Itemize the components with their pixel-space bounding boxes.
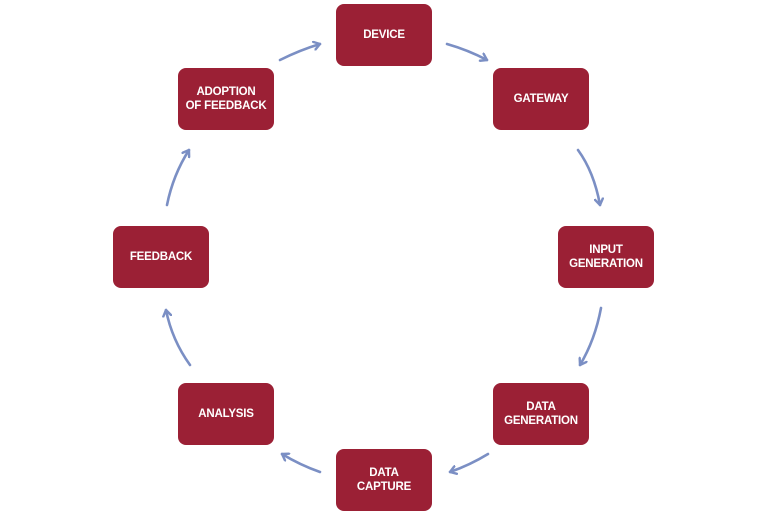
node-label: FEEDBACK xyxy=(130,250,192,264)
node-label: GATEWAY xyxy=(514,92,569,106)
node-label: DATA GENERATION xyxy=(504,400,578,428)
node-label-line: DATA xyxy=(526,401,556,413)
arrow-feedback-to-adoption xyxy=(165,148,189,207)
node-label-line: OF FEEDBACK xyxy=(185,100,267,112)
node-analysis: ANALYSIS xyxy=(178,383,274,445)
node-label: ANALYSIS xyxy=(198,407,254,421)
node-label: DEVICE xyxy=(363,28,405,42)
node-label-line: ANALYSIS xyxy=(198,408,254,420)
arrow-data-capture-to-analysis xyxy=(280,454,322,474)
node-label: ADOPTION OF FEEDBACK xyxy=(186,85,267,113)
node-label: INPUT GENERATION xyxy=(569,243,643,271)
node-label-line: DATA xyxy=(369,467,399,479)
node-adoption-of-feedback: ADOPTION OF FEEDBACK xyxy=(178,68,274,130)
arrow-device-to-gateway xyxy=(445,42,489,60)
node-data-capture: DATA CAPTURE xyxy=(336,449,432,511)
node-label-line: GENERATION xyxy=(504,415,578,427)
arrow-data-generation-to-data-capture xyxy=(448,452,490,472)
arrow-input-generation-to-data-generation xyxy=(580,306,603,367)
node-label-line: DEVICE xyxy=(363,29,405,41)
node-label-line: CAPTURE xyxy=(356,481,412,493)
node-feedback: FEEDBACK xyxy=(113,226,209,288)
node-label-line: FEEDBACK xyxy=(129,251,193,263)
node-device: DEVICE xyxy=(336,4,432,66)
node-label-line: INPUT xyxy=(589,244,623,256)
node-label-line: ADOPTION xyxy=(196,86,256,98)
arrow-adoption-to-device xyxy=(278,44,322,62)
arrow-gateway-to-input-generation xyxy=(576,148,600,207)
node-input-generation: INPUT GENERATION xyxy=(558,226,654,288)
node-label: DATA CAPTURE xyxy=(357,466,411,494)
node-label-line: GENERATION xyxy=(569,258,643,270)
arrow-analysis-to-feedback xyxy=(166,308,192,367)
node-data-generation: DATA GENERATION xyxy=(493,383,589,445)
node-label-line: GATEWAY xyxy=(513,93,569,105)
node-gateway: GATEWAY xyxy=(493,68,589,130)
